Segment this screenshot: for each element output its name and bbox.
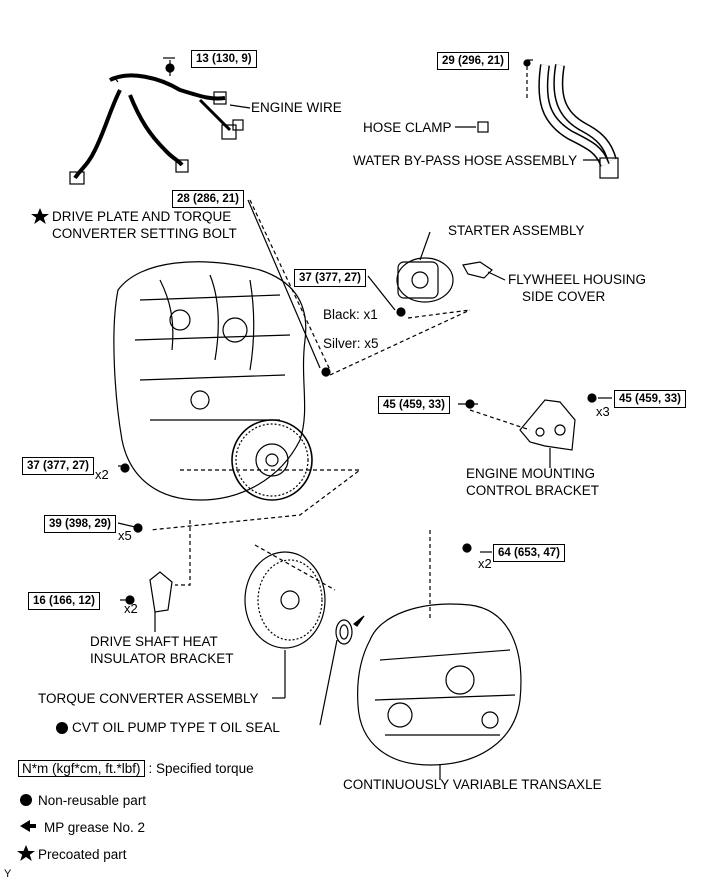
grease-arrow-legend-icon: [20, 820, 36, 832]
black-quantity-label: Black: x1: [323, 307, 378, 322]
starter-label: STARTER ASSEMBLY: [448, 223, 585, 238]
legend-torque-unit: N*m (kgf*cm, ft.*lbf): [18, 760, 145, 777]
engine-mount-label-line2: CONTROL BRACKET: [466, 483, 600, 498]
engine-wire-label: ENGINE WIRE: [251, 100, 342, 115]
oil-seal-label: CVT OIL PUMP TYPE T OIL SEAL: [72, 720, 280, 735]
non-reusable-legend-icon: [20, 794, 32, 806]
corner-mark: Y: [4, 868, 12, 880]
starter-drawing: [396, 257, 471, 319]
water-bypass-hose-label: WATER BY-PASS HOSE ASSEMBLY: [353, 153, 578, 168]
legend-non-reusable: Non-reusable part: [38, 793, 147, 808]
flywheel-cover-drawing: [462, 261, 493, 279]
legend-mp-grease: MP grease No. 2: [44, 820, 146, 835]
dshaft-label-line1: DRIVE SHAFT HEAT: [90, 634, 218, 649]
torque-box-mount-left: 45 (459, 33): [378, 396, 451, 414]
torque-box-engine-lower: 39 (398, 29): [44, 515, 117, 533]
engine-block-drawing: [113, 261, 307, 501]
qty-mount-right: x3: [596, 404, 610, 419]
torque-converter-drawing: [244, 551, 326, 649]
flywheel-label-line2: SIDE COVER: [522, 289, 606, 304]
oil-seal-drawing: [335, 615, 365, 645]
drive-plate-drawing: [231, 419, 313, 501]
drive-plate-star-icon: [31, 208, 49, 224]
qty-dshaft: x2: [124, 601, 138, 616]
engine-mount-bracket-drawing: [519, 399, 576, 451]
transaxle-drawing: [357, 603, 522, 766]
oil-seal-bullet-icon: [56, 722, 68, 734]
transaxle-label: CONTINUOUSLY VARIABLE TRANSAXLE: [343, 777, 602, 792]
engine-mount-label-line1: ENGINE MOUNTING: [466, 466, 596, 481]
engine-wire-drawing: [69, 60, 244, 185]
legend-torque-text: : Specified torque: [148, 761, 254, 776]
torque-converter-label: TORQUE CONVERTER ASSEMBLY: [38, 691, 259, 706]
qty-transaxle: x2: [478, 556, 492, 571]
flywheel-label-line1: FLYWHEEL HOUSING: [508, 272, 647, 287]
torque-box-starter: 37 (377, 27): [294, 269, 367, 287]
torque-box-water-hose: 29 (296, 21): [437, 52, 510, 70]
torque-box-dshaft: 16 (166, 12): [28, 592, 101, 610]
torque-box-engine-left: 37 (377, 27): [22, 457, 95, 475]
torque-box-drive-plate: 28 (286, 21): [172, 190, 245, 208]
drive-plate-label-line1: DRIVE PLATE AND TORQUE: [52, 209, 232, 224]
torque-box-transaxle: 64 (653, 47): [493, 544, 566, 562]
drive-plate-label-line2: CONVERTER SETTING BOLT: [52, 226, 237, 241]
legend-torque: N*m (kgf*cm, ft.*lbf): Specified torque: [18, 760, 254, 777]
qty-engine-lower: x5: [118, 528, 132, 543]
water-bypass-hose-drawing: [477, 59, 619, 179]
torque-box-engine-wire: 13 (130, 9): [191, 50, 257, 68]
legend-precoated: Precoated part: [38, 847, 127, 862]
dshaft-label-line2: INSULATOR BRACKET: [90, 651, 234, 666]
qty-engine-left: x2: [95, 467, 109, 482]
torque-box-mount-right: 45 (459, 33): [614, 390, 687, 408]
precoated-star-legend-icon: [17, 845, 35, 861]
silver-quantity-label: Silver: x5: [323, 336, 379, 351]
hose-clamp-label: HOSE CLAMP: [363, 120, 452, 135]
dshaft-bracket-drawing: [149, 571, 173, 613]
